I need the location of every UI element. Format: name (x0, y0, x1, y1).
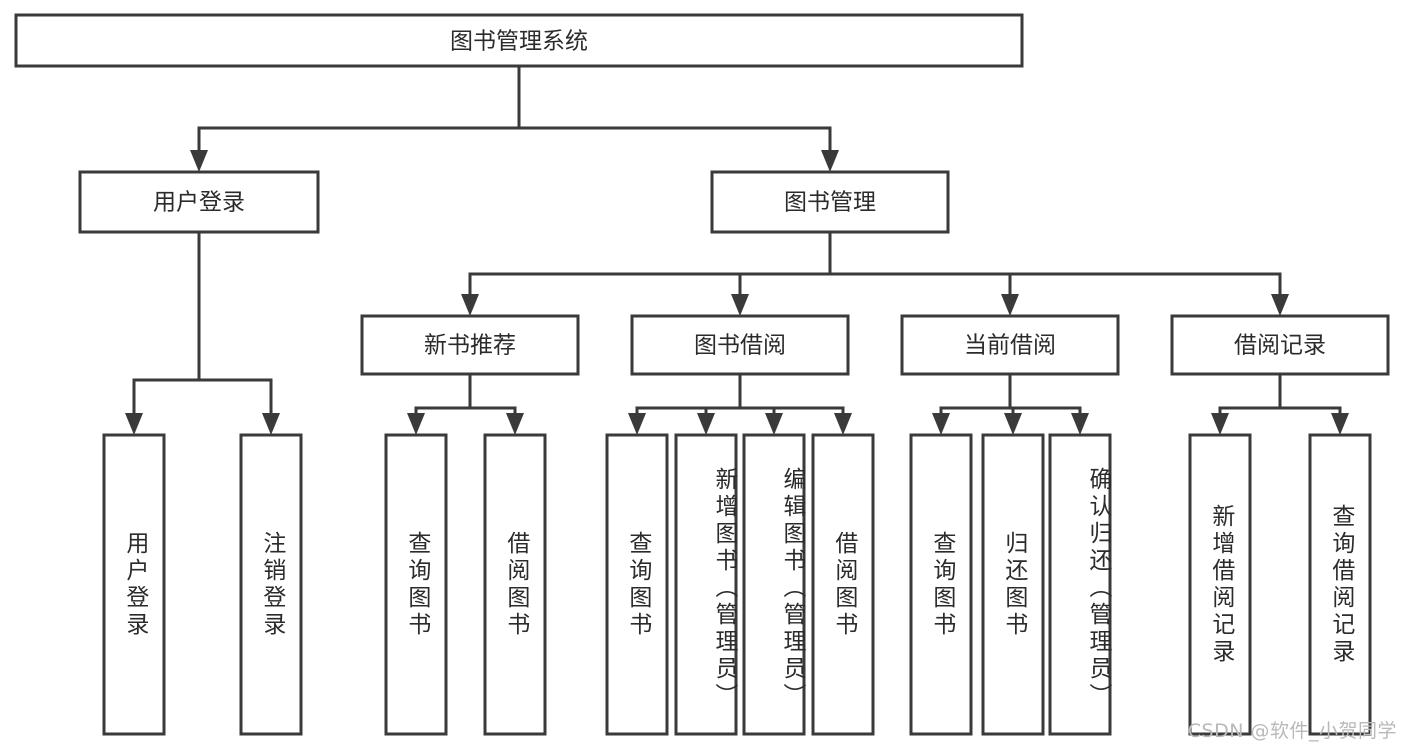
arrowhead-borrow-record-to-query-record (1331, 413, 1349, 435)
leaf-return-book-rect[interactable] (981, 433, 1045, 736)
leaf-query-book-3-rect[interactable] (909, 433, 973, 736)
connector-group-user-login-to-leaves (125, 232, 280, 435)
node-user-login-label: 用户登录 (153, 190, 245, 216)
arrowhead-user-login-to-leaf-user-login (125, 413, 143, 435)
leaf-confirm-return-rect[interactable] (1048, 433, 1112, 736)
connector-group-new-book-rec-to-leaves (407, 374, 524, 435)
edge-borrow-record-to-query-record (1280, 406, 1342, 421)
leaf-query-record-rect[interactable] (1308, 433, 1372, 736)
node-borrow-record-rect[interactable] (1170, 314, 1390, 376)
node-book-borrow[interactable]: 图书借阅 (630, 314, 850, 376)
node-current-borrow[interactable]: 当前借阅 (900, 314, 1120, 376)
edge-current-borrow-bus (939, 374, 1012, 421)
edge-book-manage-bus (468, 232, 832, 302)
node-book-manage-label: 图书管理 (784, 190, 876, 216)
edge-book-borrow-to-borrow-book (740, 406, 845, 421)
node-book-manage[interactable]: 图书管理 (710, 170, 950, 234)
node-new-book-rec-rect[interactable] (360, 314, 580, 376)
arrowhead-root-to-book-manage (821, 150, 839, 172)
arrowhead-book-borrow-to-edit-book (765, 413, 783, 435)
node-book-borrow-label: 图书借阅 (694, 333, 786, 359)
edge-book-borrow-bus (635, 374, 742, 421)
node-root-label: 图书管理系统 (450, 29, 588, 55)
edge-root-to-book-manage (519, 126, 832, 158)
edge-user-login-bus (132, 232, 201, 421)
connector-group-root-to-level2 (190, 66, 839, 172)
arrowhead-book-borrow-to-query-book (628, 413, 646, 435)
node-book-borrow-rect[interactable] (630, 314, 850, 376)
connector-group-book-borrow-to-leaves (628, 374, 852, 435)
arrowhead-current-borrow-to-return-book (1004, 413, 1022, 435)
csdn-watermark: CSDN @软件_小贺同学 (1187, 720, 1397, 742)
node-root-rect[interactable] (14, 13, 1024, 68)
node-borrow-record[interactable]: 借阅记录 (1170, 314, 1390, 376)
leaf-edit-book-rect[interactable] (742, 433, 806, 736)
node-book-manage-rect[interactable] (710, 170, 950, 234)
arrowhead-book-manage-to-current-borrow (1001, 294, 1019, 316)
edge-user-login-to-leaf-logout (199, 378, 273, 421)
arrowhead-book-manage-to-borrow-record (1271, 294, 1289, 316)
node-new-book-rec-label: 新书推荐 (424, 333, 516, 359)
leaf-logout-rect[interactable] (239, 433, 303, 736)
arrowhead-borrow-record-to-add-record (1211, 413, 1229, 435)
edge-borrow-record-bus (1218, 374, 1282, 421)
arrowhead-book-manage-to-book-borrow (731, 294, 749, 316)
node-root[interactable]: 图书管理系统 (14, 13, 1024, 68)
node-borrow-record-label: 借阅记录 (1234, 333, 1326, 359)
node-current-borrow-label: 当前借阅 (964, 333, 1056, 359)
arrowhead-new-book-rec-to-borrow-book (506, 413, 524, 435)
arrowhead-current-borrow-to-query-book (932, 413, 950, 435)
node-current-borrow-rect[interactable] (900, 314, 1120, 376)
leaf-borrow-book-2-rect[interactable] (811, 433, 875, 736)
edge-root-to-user-login (197, 66, 521, 158)
node-user-login[interactable]: 用户登录 (78, 170, 320, 234)
edge-book-manage-to-borrow-record (830, 272, 1282, 302)
connector-group-book-manage-to-level3 (461, 232, 1289, 316)
connector-group-borrow-record-to-leaves (1211, 374, 1349, 435)
leaf-query-book-1-rect[interactable] (384, 433, 448, 736)
connector-group-current-borrow-to-leaves (932, 374, 1089, 435)
leaf-add-book-rect[interactable] (674, 433, 738, 736)
arrowhead-current-borrow-to-confirm-return (1071, 413, 1089, 435)
leaf-node-rects (102, 433, 1372, 736)
leaf-user-login-rect[interactable] (102, 433, 166, 736)
leaf-borrow-book-1-rect[interactable] (483, 433, 547, 736)
arrowhead-book-manage-to-new-book-rec (461, 294, 479, 316)
arrowhead-book-borrow-to-borrow-book (834, 413, 852, 435)
leaf-query-book-2-rect[interactable] (605, 433, 669, 736)
arrowhead-root-to-user-login (190, 150, 208, 172)
node-user-login-rect[interactable] (78, 170, 320, 234)
leaf-add-record-rect[interactable] (1188, 433, 1252, 736)
arrowhead-book-borrow-to-add-book (697, 413, 715, 435)
arrowhead-new-book-rec-to-query-book (407, 413, 425, 435)
node-new-book-rec[interactable]: 新书推荐 (360, 314, 580, 376)
arrowhead-user-login-to-leaf-logout (262, 413, 280, 435)
